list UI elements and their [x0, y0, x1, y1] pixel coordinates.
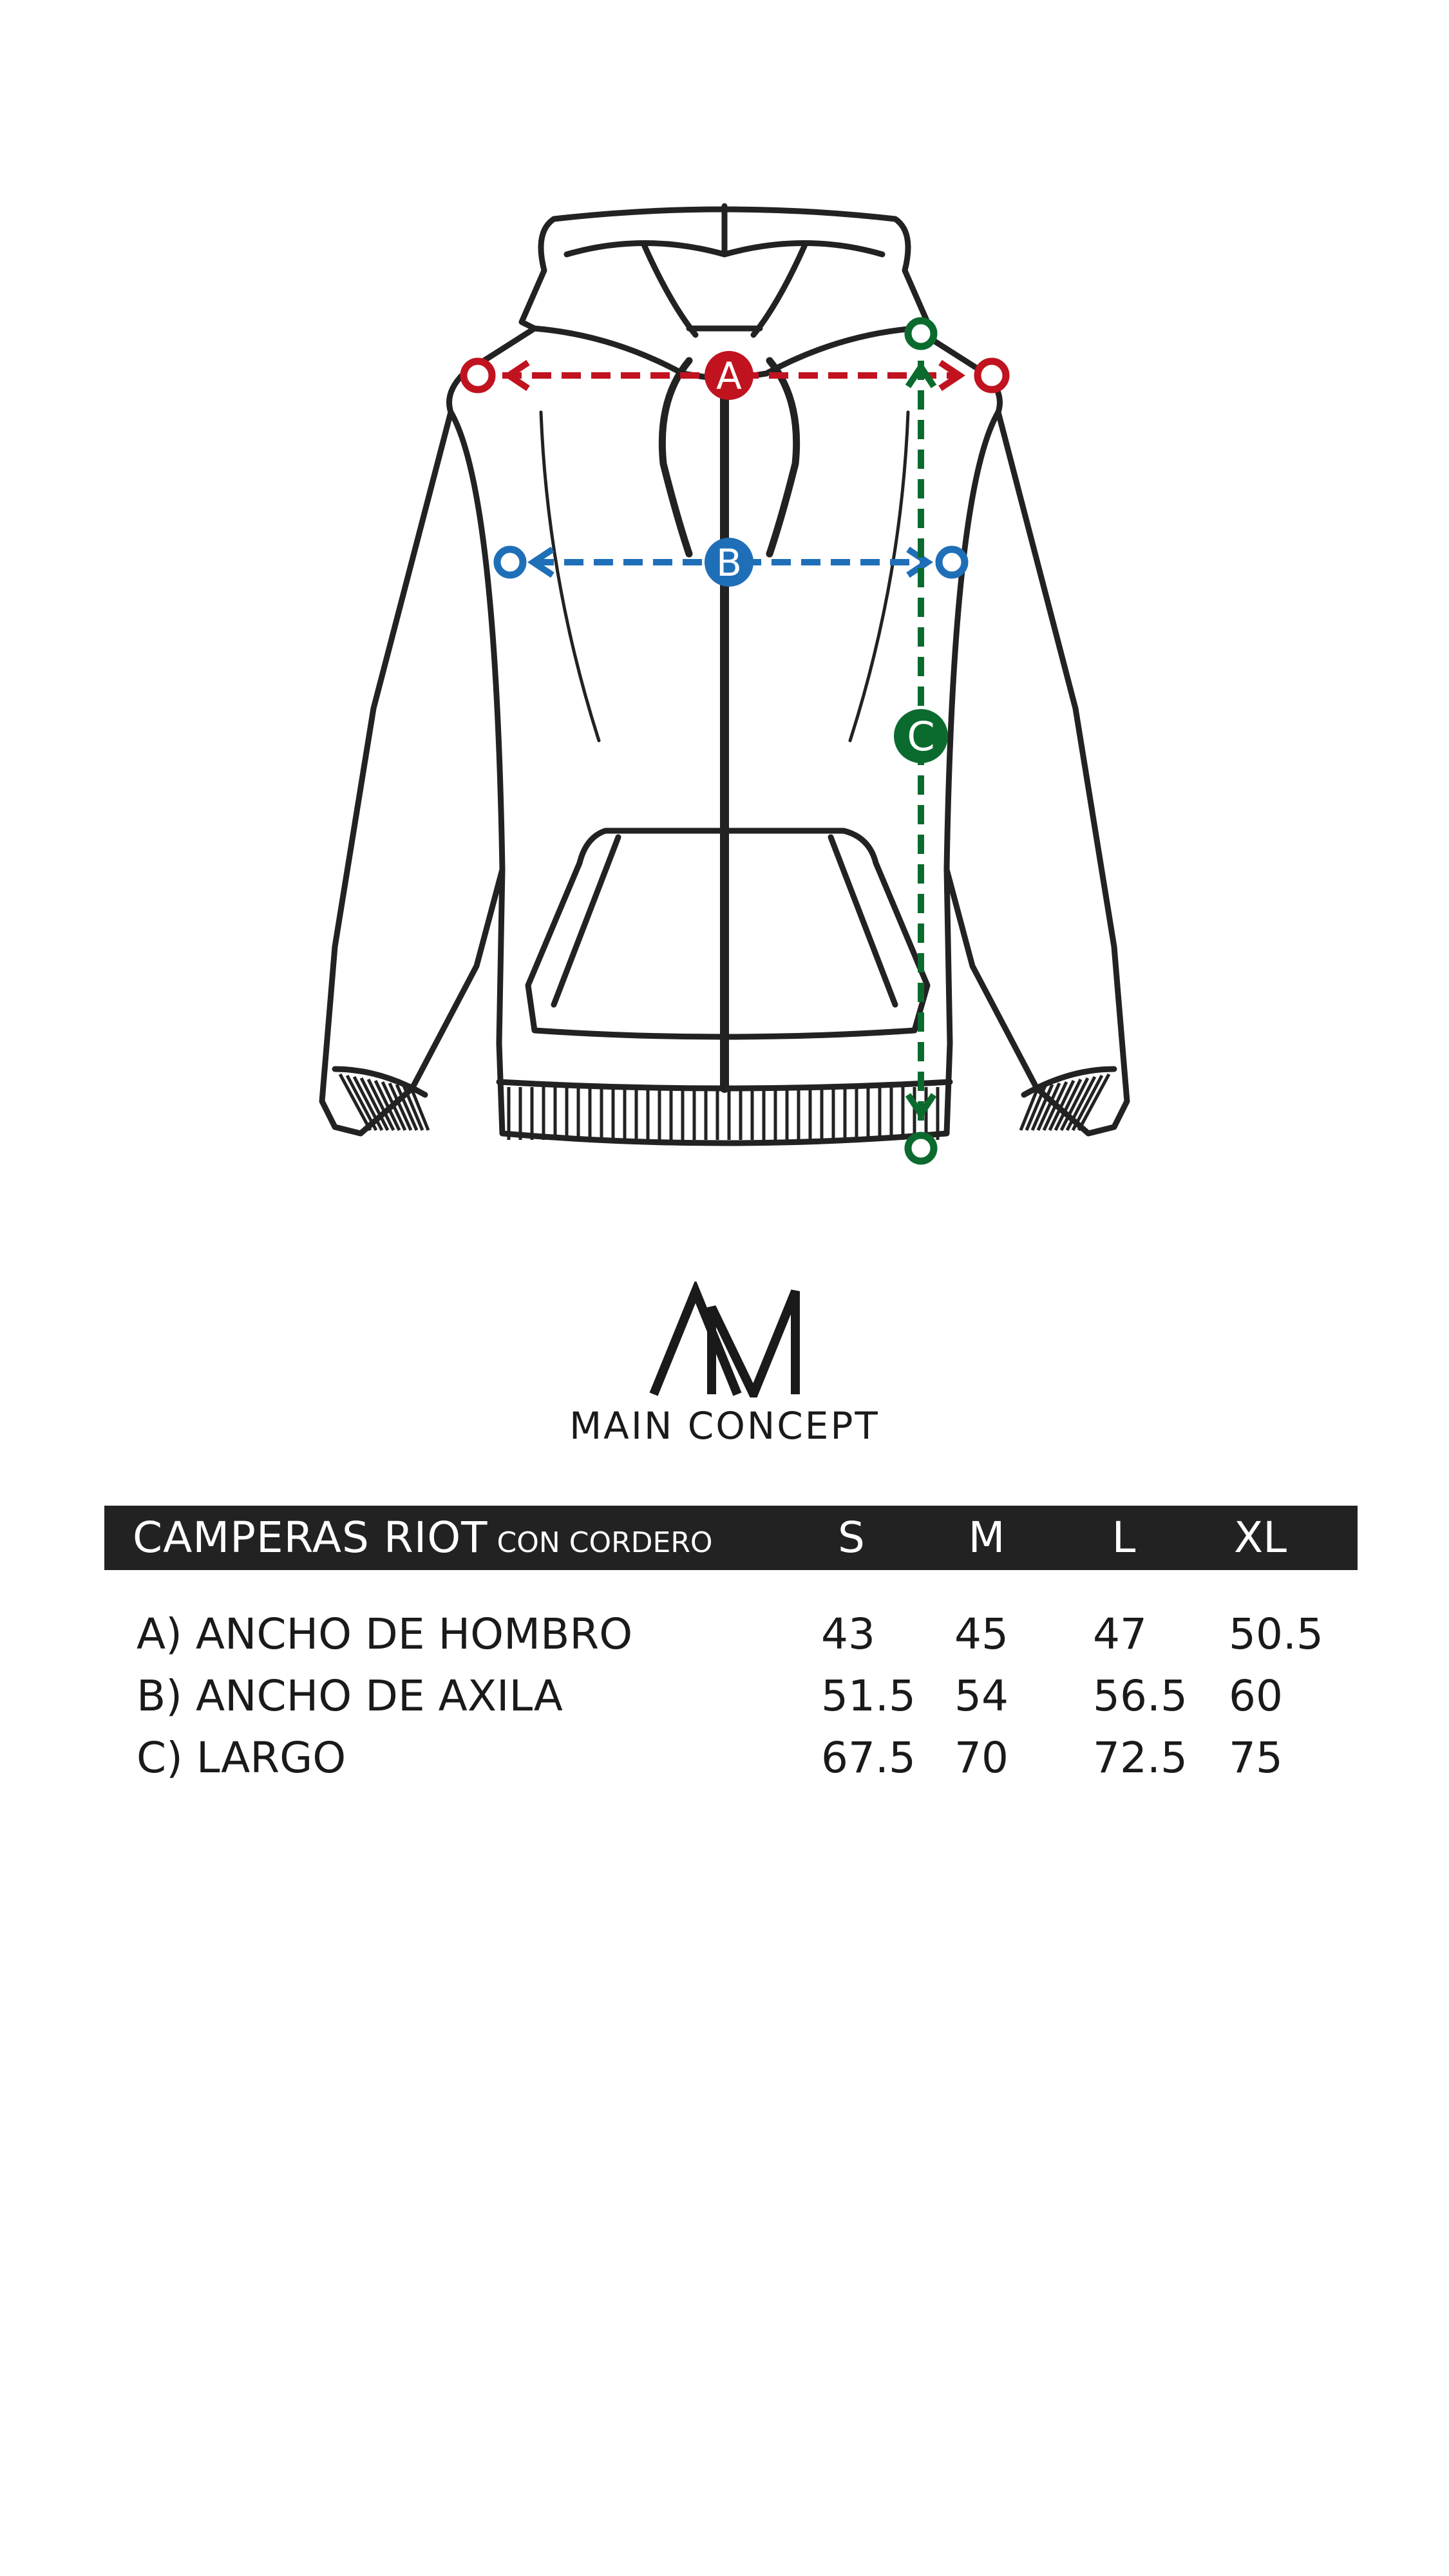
row-label: A) ANCHO DE HOMBRO [137, 1609, 633, 1659]
measure-line-b [493, 545, 969, 579]
value-l: 72.5 [1093, 1733, 1188, 1783]
value-xl: 75 [1229, 1733, 1283, 1783]
value-s: 51.5 [821, 1671, 916, 1721]
marker-a-letter: A [716, 354, 742, 398]
hoodie-measurement-diagram: A B C [319, 203, 1130, 1165]
size-header-m: M [968, 1513, 1005, 1562]
value-xl: 60 [1229, 1671, 1283, 1721]
marker-b: B [705, 538, 753, 587]
marker-c-letter: C [907, 713, 934, 760]
marker-b-letter: B [716, 541, 742, 585]
row-label: B) ANCHO DE AXILA [137, 1671, 563, 1721]
value-s: 43 [821, 1609, 875, 1659]
value-xl: 50.5 [1229, 1609, 1323, 1659]
table-row: B) ANCHO DE AXILA 51.5 54 56.5 60 [104, 1665, 1358, 1727]
size-header-l: L [1112, 1513, 1136, 1562]
table-row: A) ANCHO DE HOMBRO 43 45 47 50.5 [104, 1604, 1358, 1665]
value-s: 67.5 [821, 1733, 916, 1783]
table-title: CAMPERAS RIOT CON CORDERO [133, 1506, 713, 1582]
value-m: 45 [954, 1609, 1009, 1659]
size-header-s: S [838, 1513, 865, 1562]
brand-name: MAIN CONCEPT [569, 1404, 880, 1448]
marker-c: C [894, 709, 948, 763]
size-header-xl: XL [1234, 1513, 1287, 1562]
size-chart-table: CAMPERAS RIOT CON CORDERO S M L XL A) ANC… [104, 1506, 1358, 1789]
value-m: 54 [954, 1671, 1009, 1721]
hem-ribbing [338, 1073, 1111, 1140]
table-header: CAMPERAS RIOT CON CORDERO S M L XL [104, 1506, 1358, 1570]
table-row: C) LARGO 67.5 70 72.5 75 [104, 1727, 1358, 1789]
measure-line-c [904, 317, 938, 1165]
marker-a: A [705, 351, 753, 400]
product-name: CAMPERAS RIOT [133, 1513, 488, 1562]
hoodie-outline [319, 203, 1130, 1146]
measure-line-a [460, 357, 1010, 393]
main-concept-logo-icon [649, 1282, 800, 1397]
row-label: C) LARGO [137, 1733, 346, 1783]
value-m: 70 [954, 1733, 1009, 1783]
brand-logo: MAIN CONCEPT [0, 1282, 1449, 1448]
product-variant: CON CORDERO [497, 1526, 713, 1559]
value-l: 47 [1093, 1609, 1147, 1659]
value-l: 56.5 [1093, 1671, 1188, 1721]
